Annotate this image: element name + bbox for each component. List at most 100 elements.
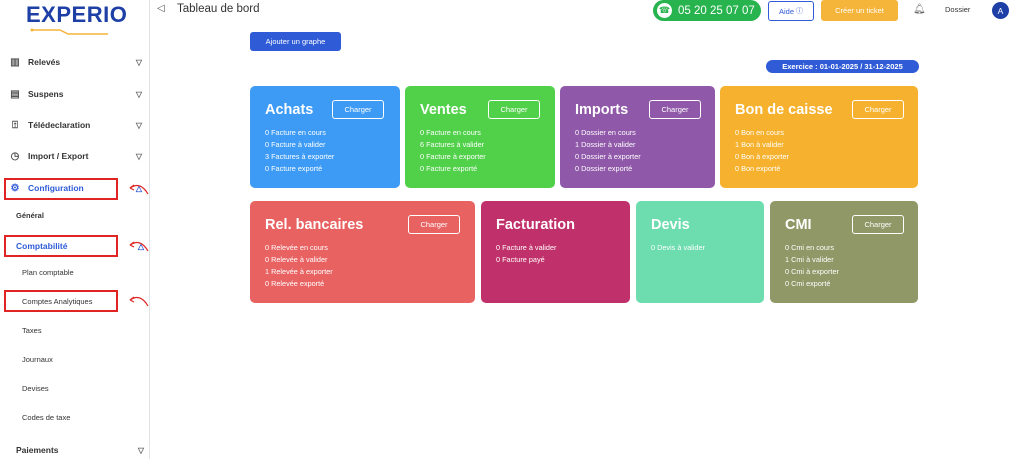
chevron-down-icon: ▽ <box>135 120 142 130</box>
sidebar-item-comptabilite[interactable]: Comptabilité △ <box>8 236 148 256</box>
sidebar-sub-plan-comptable[interactable]: Plan comptable <box>22 268 74 277</box>
sidebar: EXPERIO ▥ Relevés ▽ ▤ Suspens ▽ ⍐ Téléde… <box>0 0 150 459</box>
support-phone-button[interactable]: ☎ 05 20 25 07 07 <box>653 0 761 21</box>
card-facturation: Facturation 0 Facture à valider 0 Factur… <box>481 201 630 303</box>
card-rel-bancaires: Rel. bancaires Charger 0 Relevée en cour… <box>250 201 475 303</box>
sidebar-item-label: Import / Export <box>28 151 89 161</box>
help-button[interactable]: Aide ⓘ <box>768 1 814 21</box>
card-title: Imports <box>575 102 629 118</box>
card-line: 0 Bon à exporter <box>735 152 789 161</box>
card-lines: 0 Dossier en cours 1 Dossier à valider 0… <box>575 127 641 175</box>
sidebar-sub-taxes[interactable]: Taxes <box>22 326 42 335</box>
card-line: 3 Factures à exporter <box>265 152 335 161</box>
sidebar-sub-general[interactable]: Général <box>16 211 44 220</box>
card-line: 0 Bon exporté <box>735 164 781 173</box>
chevron-up-icon: △ <box>135 183 142 193</box>
card-line: 0 Relevée exporté <box>265 279 325 288</box>
load-button[interactable]: Charger <box>852 100 904 119</box>
chevron-up-icon: △ <box>137 241 144 251</box>
card-line: 0 Facture à valider <box>496 243 557 252</box>
card-line: 0 Dossier exporté <box>575 164 633 173</box>
card-line: 0 Facture en cours <box>265 128 326 137</box>
card-line: 0 Cmi en cours <box>785 243 835 252</box>
sidebar-item-label: Suspens <box>28 89 64 99</box>
sidebar-item-teledeclaration[interactable]: ⍐ Télédeclaration ▽ <box>6 115 146 135</box>
card-line: 0 Bon en cours <box>735 128 785 137</box>
load-button[interactable]: Charger <box>649 100 701 119</box>
highlight-box <box>4 235 118 257</box>
card-line: 0 Dossier en cours <box>575 128 636 137</box>
card-title: Devis <box>651 217 690 233</box>
bell-icon[interactable]: 🔔︎ <box>913 4 926 15</box>
history-icon: ◷ <box>10 150 20 162</box>
upload-icon: ⍐ <box>12 119 18 131</box>
card-title: Bon de caisse <box>735 102 833 118</box>
sidebar-item-label: Relevés <box>28 57 61 67</box>
card-achats: Achats Charger 0 Facture en cours 0 Fact… <box>250 86 400 188</box>
card-line: 0 Facture à exporter <box>420 152 486 161</box>
chevron-down-icon: ▽ <box>135 151 142 161</box>
card-line: 1 Dossier à valider <box>575 140 636 149</box>
avatar[interactable]: A <box>992 2 1009 19</box>
phone-number: 05 20 25 07 07 <box>678 4 755 17</box>
create-ticket-button[interactable]: Créer un ticket <box>821 0 898 21</box>
card-line: 0 Facture payé <box>496 255 545 264</box>
card-line: 1 Cmi à valider <box>785 255 834 264</box>
load-button[interactable]: Charger <box>852 215 904 234</box>
sidebar-item-suspens[interactable]: ▤ Suspens ▽ <box>6 84 146 104</box>
card-ventes: Ventes Charger 0 Facture en cours 6 Fact… <box>405 86 555 188</box>
card-title: Rel. bancaires <box>265 217 364 233</box>
card-line: 0 Dossier à exporter <box>575 152 641 161</box>
sidebar-item-releves[interactable]: ▥ Relevés ▽ <box>6 52 146 72</box>
card-lines: 0 Bon en cours 1 Bon à valider 0 Bon à e… <box>735 127 789 175</box>
card-lines: 0 Facture à valider 0 Facture payé <box>496 242 556 266</box>
card-lines: 0 Facture en cours 0 Facture à valider 3… <box>265 127 334 175</box>
card-line: 0 Facture en cours <box>420 128 481 137</box>
headset-icon: ☎ <box>657 3 672 18</box>
add-graph-button[interactable]: Ajouter un graphe <box>250 32 341 51</box>
load-button[interactable]: Charger <box>332 100 384 119</box>
document-icon: ▤ <box>10 88 20 100</box>
sidebar-item-label: Comptabilité <box>16 241 68 251</box>
chevron-down-icon: ▽ <box>137 445 144 455</box>
sidebar-item-import-export[interactable]: ◷ Import / Export ▽ <box>6 146 146 166</box>
load-button[interactable]: Charger <box>408 215 460 234</box>
highlight-box <box>4 290 118 312</box>
load-button[interactable]: Charger <box>488 100 540 119</box>
chart-icon: ▥ <box>10 56 20 68</box>
card-line: 0 Relevée en cours <box>265 243 328 252</box>
brand-logo[interactable]: EXPERIO <box>26 2 128 27</box>
collapse-sidebar-icon[interactable]: ◁ <box>157 3 165 14</box>
card-lines: 0 Cmi en cours 1 Cmi à valider 0 Cmi à e… <box>785 242 839 290</box>
sidebar-item-configuration[interactable]: ⚙ Configuration △ <box>6 178 146 198</box>
logo-decoration <box>30 28 108 35</box>
question-icon: ⓘ <box>796 8 803 15</box>
sidebar-item-paiements[interactable]: Paiements ▽ <box>8 440 148 459</box>
sidebar-item-label: Configuration <box>28 183 84 193</box>
card-lines: 0 Facture en cours 6 Factures à valider … <box>420 127 486 175</box>
card-title: Facturation <box>496 217 575 233</box>
sidebar-sub-comptes-analytiques[interactable]: Comptes Analytiques <box>22 297 93 306</box>
dossier-menu[interactable]: Dossier <box>945 5 971 14</box>
page-title: Tableau de bord <box>177 3 260 15</box>
sidebar-item-label: Télédeclaration <box>28 120 91 130</box>
sidebar-sub-journaux[interactable]: Journaux <box>22 355 53 364</box>
gear-icon: ⚙ <box>10 182 20 194</box>
card-imports: Imports Charger 0 Dossier en cours 1 Dos… <box>560 86 715 188</box>
exercise-badge: Exercice : 01-01-2025 / 31-12-2025 <box>766 60 919 73</box>
sidebar-sub-codes-de-taxe[interactable]: Codes de taxe <box>22 413 71 422</box>
card-lines: 0 Relevée en cours 0 Relevée à valider 1… <box>265 242 333 290</box>
red-arrow-annotation <box>129 184 149 195</box>
help-label: Aide <box>778 6 794 16</box>
card-line: 0 Facture exporté <box>420 164 478 173</box>
card-line: 0 Facture exporté <box>265 164 323 173</box>
card-title: CMI <box>785 217 812 233</box>
card-title: Ventes <box>420 102 467 118</box>
highlight-box <box>4 178 118 200</box>
card-bon-de-caisse: Bon de caisse Charger 0 Bon en cours 1 B… <box>720 86 918 188</box>
sidebar-sub-devises[interactable]: Devises <box>22 384 49 393</box>
card-devis: Devis 0 Devis à valider <box>636 201 764 303</box>
top-bar: ◁ Tableau de bord ☎ 05 20 25 07 07 Aide … <box>150 0 1024 22</box>
chevron-down-icon: ▽ <box>135 89 142 99</box>
